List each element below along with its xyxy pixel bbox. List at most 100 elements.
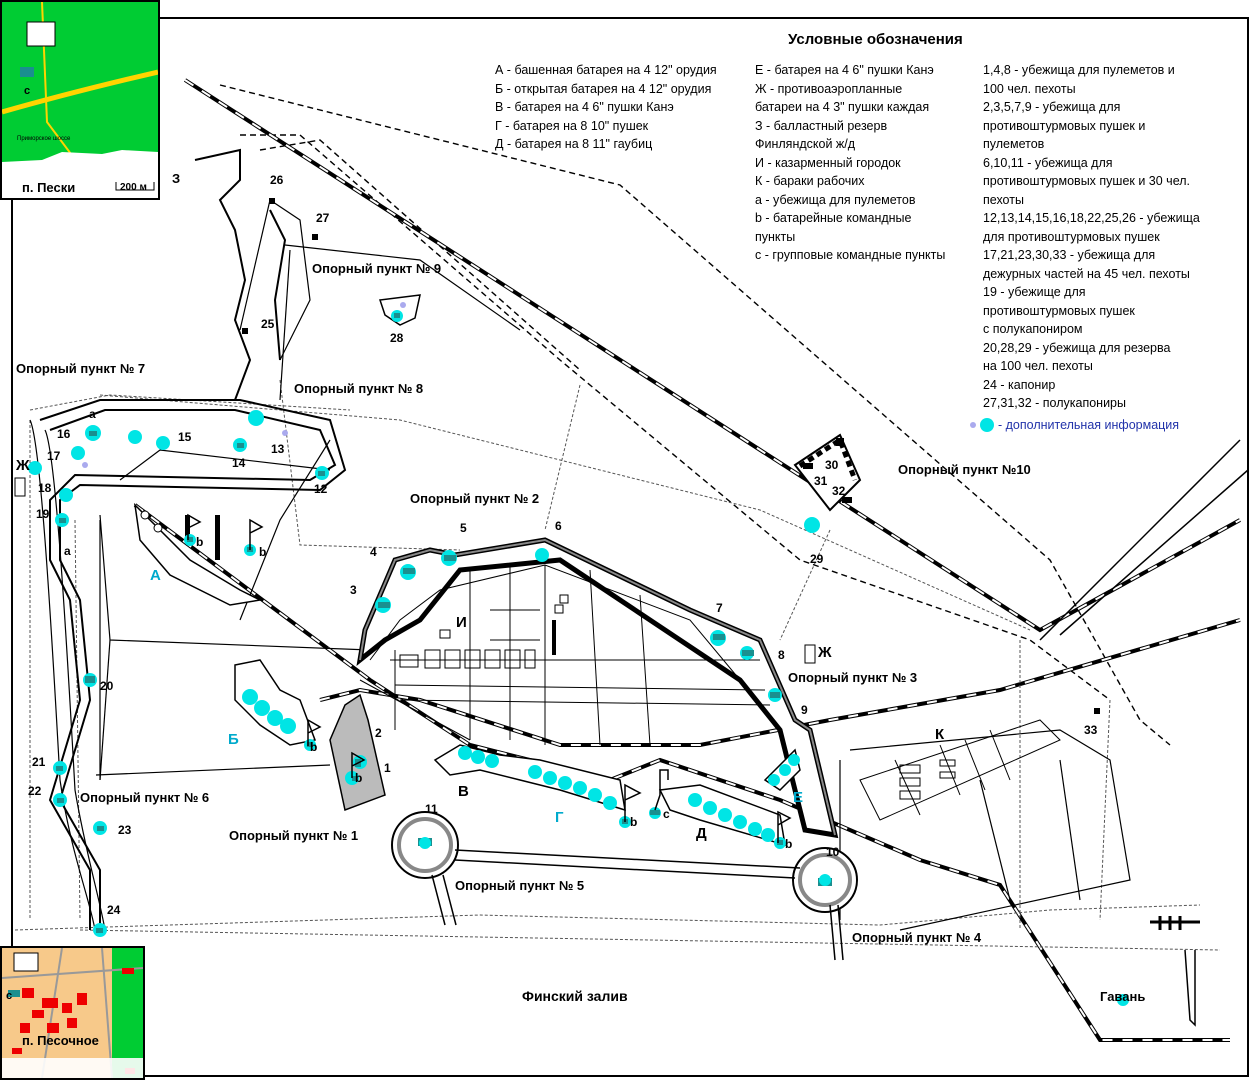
svg-text:b: b: [310, 740, 317, 754]
inset-peski-map: Приморское шоссе c п. Пески 200 м: [2, 2, 158, 198]
svg-text:30: 30: [825, 458, 839, 472]
workers-barracks: [859, 719, 1061, 821]
svg-text:28: 28: [390, 331, 404, 345]
legend-item: Е - батарея на 4 6" пушки Канэ: [755, 63, 934, 77]
svg-text:7: 7: [716, 601, 723, 615]
svg-text:11: 11: [425, 802, 438, 816]
svg-text:10: 10: [826, 845, 840, 859]
barbed-wire: [14, 379, 1221, 951]
svg-text:31: 31: [814, 474, 828, 488]
svg-text:23: 23: [118, 823, 132, 837]
mark-labels: a a b b b b b b c: [64, 407, 792, 851]
svg-text:25: 25: [261, 317, 275, 331]
legend-item: Финляндской ж/д: [755, 137, 856, 151]
battery-letters: А Б В Г Д Е Ж Ж И К: [15, 457, 945, 842]
battery-B: [234, 659, 317, 746]
harbor-label: Гавань: [1100, 989, 1145, 1004]
map-frame: [11, 17, 1249, 1077]
legend-item: Ж - противоаэропланные: [755, 81, 903, 96]
legend-item: 6,10,11 - убежища для: [983, 155, 1113, 170]
wall-opornyj-1: [329, 693, 386, 812]
harbor: [1184, 949, 1196, 1027]
svg-text:5: 5: [460, 521, 467, 535]
dashed-boundaries: [219, 84, 1171, 746]
svg-text:2: 2: [375, 726, 382, 740]
strongpoint-9: [378, 294, 421, 326]
inset-peski-town: п. Пески: [22, 180, 75, 195]
cyan-dot-icon: [980, 418, 994, 432]
svg-text:22: 22: [28, 784, 42, 798]
legend-item: Д - батарея на 8 11" гаубиц: [495, 137, 653, 151]
railway-lower: [133, 503, 1241, 1042]
inset-pesochnoe: c п. Песочное: [0, 946, 145, 1080]
svg-text:Опорный пункт № 7: Опорный пункт № 7: [16, 361, 145, 376]
svg-text:29: 29: [810, 552, 824, 566]
svg-text:32: 32: [832, 484, 846, 498]
svg-text:21: 21: [32, 755, 46, 769]
legend-info-row: - дополнительная информация: [970, 418, 1179, 432]
svg-text:a: a: [89, 407, 96, 421]
legend-col-2: Е - батарея на 4 6" пушки Канэ Ж - проти…: [755, 61, 945, 265]
svg-text:9: 9: [801, 703, 808, 717]
legend-item: пехоты: [983, 192, 1024, 207]
shelter-markers: [28, 198, 1129, 1006]
legend-item: К - бараки рабочих: [755, 174, 865, 188]
inset-road-label: Приморское шоссе: [17, 136, 71, 142]
svg-text:b: b: [785, 837, 792, 851]
svg-text:b: b: [630, 815, 637, 829]
legend-item: противоштурмовых пушек и: [983, 118, 1146, 133]
svg-text:1: 1: [384, 761, 391, 775]
legend-title: Условные обозначения: [788, 31, 963, 48]
svg-text:Ж: Ж: [15, 457, 30, 474]
legend-item: 1,4,8 - убежища для пулеметов и: [983, 63, 1175, 77]
svg-text:16: 16: [57, 427, 71, 441]
legend-col-3: 1,4,8 - убежища для пулеметов и 100 чел.…: [983, 61, 1200, 413]
legend-item: b - батарейные командные: [755, 211, 912, 225]
strongpoint-10-fort: [793, 433, 862, 512]
inset-scale-label: 200 м: [120, 182, 147, 193]
legend-col-1: А - башенная батарея на 4 12" орудия Б -…: [495, 61, 717, 154]
svg-text:12: 12: [314, 482, 328, 496]
svg-text:Ж: Ж: [817, 644, 832, 661]
svg-text:17: 17: [47, 449, 61, 463]
legend-item: на 100 чел. пехоты: [983, 359, 1093, 373]
svg-text:20: 20: [100, 679, 114, 693]
legend-item: 27,31,32 - полукапониры: [983, 396, 1126, 410]
aa-battery-markers: [14, 477, 816, 664]
svg-text:Опорный пункт № 8: Опорный пункт № 8: [294, 381, 423, 396]
legend-item: 20,28,29 - убежища для резерва: [983, 340, 1171, 355]
svg-text:19: 19: [36, 507, 50, 521]
svg-text:18: 18: [38, 481, 52, 495]
svg-text:К: К: [935, 726, 945, 743]
svg-text:Д: Д: [696, 825, 707, 842]
svg-text:Опорный пункт № 4: Опорный пункт № 4: [852, 930, 982, 945]
command-flags: [187, 513, 792, 843]
small-dot-icon: [970, 422, 976, 428]
legend-item: Г - батарея на 8 10" пушек: [495, 118, 649, 133]
svg-text:6: 6: [555, 519, 562, 533]
legend-item: противоштурмовых пушек: [983, 303, 1135, 318]
inset-peski: Приморское шоссе c п. Пески 200 м: [0, 0, 160, 200]
legend-item: 12,13,14,15,16,18,22,25,26 - убежища: [983, 211, 1200, 225]
railway-top: [183, 78, 1249, 641]
legend-item: 17,21,23,30,33 - убежища для: [983, 248, 1156, 262]
legend-item: пункты: [755, 229, 796, 244]
legend-item: 19 - убежище для: [983, 285, 1086, 299]
battery-E: [763, 748, 801, 791]
legend-info-text: - дополнительная информация: [998, 418, 1180, 432]
inset-pesochnoe-town: п. Песочное: [22, 1033, 99, 1048]
roads: [29, 199, 1131, 931]
legend-item: Б - открытая батарея на 4 12" орудия: [495, 81, 712, 96]
svg-text:3: 3: [350, 583, 357, 597]
svg-text:33: 33: [1084, 723, 1098, 737]
legend-item: противоштурмовых пушек и 30 чел.: [983, 174, 1190, 188]
gulf-label: Финский залив: [522, 988, 628, 1004]
legend-item: с полукапониром: [983, 322, 1083, 336]
svg-text:Б: Б: [228, 731, 239, 748]
legend-item: a - убежища для пулеметов: [755, 192, 916, 207]
svg-text:Опорный пункт № 3: Опорный пункт № 3: [788, 670, 917, 685]
legend-item: 24 - капонир: [983, 377, 1056, 392]
svg-text:Е: Е: [793, 789, 803, 806]
svg-text:b: b: [355, 771, 362, 785]
